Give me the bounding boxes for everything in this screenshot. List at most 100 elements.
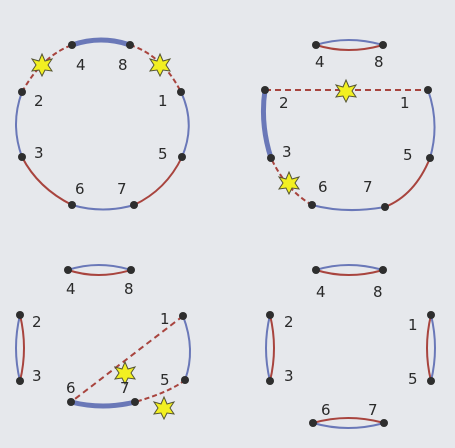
star-icon: [113, 360, 137, 386]
node-5: [426, 154, 434, 162]
node-label-4: 4: [66, 280, 76, 298]
node-label-1: 1: [158, 92, 168, 110]
node-label-5: 5: [408, 370, 418, 388]
edge-n7-n6: [68, 399, 138, 409]
edge-n5-n7: [133, 156, 183, 206]
node-label-4: 4: [316, 283, 326, 301]
node-label-8: 8: [118, 56, 128, 74]
edge-n6-n7-upper: [312, 417, 385, 424]
node-6: [309, 419, 317, 427]
node-1: [427, 311, 435, 319]
node-6: [67, 398, 75, 406]
edge-n3-n2: [15, 91, 23, 158]
node-4: [68, 41, 76, 49]
node-1: [424, 86, 432, 94]
node-label-8: 8: [373, 283, 383, 301]
node-label-5: 5: [403, 146, 413, 164]
edge-n3-n2: [260, 87, 274, 161]
node-label-2: 2: [32, 313, 42, 331]
node-label-3: 3: [284, 367, 294, 385]
node-7: [130, 201, 138, 209]
node-label-7: 7: [363, 178, 373, 196]
edge-n1-n5-left: [426, 314, 432, 382]
node-2: [16, 311, 24, 319]
edge-n2-n4: [21, 44, 73, 93]
edge-n4-n8-lower: [315, 44, 384, 51]
edge-n4-n8-lower: [315, 269, 384, 276]
node-label-2: 2: [279, 94, 289, 112]
edge-n1-n5-right: [430, 314, 436, 382]
panel-top-left: 4 8 1 2 3 5 6 7: [15, 37, 190, 211]
node-label-1: 1: [400, 94, 410, 112]
node-8: [127, 266, 135, 274]
star-icon: [148, 52, 172, 78]
node-label-6: 6: [318, 178, 328, 196]
node-label-4: 4: [76, 56, 86, 74]
edge-n2-n3-left: [265, 314, 271, 382]
edge-n5-n7: [384, 157, 431, 208]
edge-n4-n8-upper: [315, 39, 384, 46]
edge-n6-n3: [270, 157, 313, 206]
edge-n4-n8-lower: [67, 269, 132, 276]
edge-n2-n3-right: [19, 314, 25, 382]
node-6: [68, 201, 76, 209]
node-label-7: 7: [368, 401, 378, 419]
node-label-2: 2: [34, 92, 44, 110]
node-label-3: 3: [282, 143, 292, 161]
edge-n1-n6: [70, 315, 184, 403]
edge-n4-n8: [69, 37, 133, 48]
edge-n2-n3-right: [269, 314, 275, 382]
edge-n4-n8-upper: [315, 264, 384, 271]
node-1: [177, 88, 185, 96]
edge-n7-n6: [71, 204, 135, 211]
node-3: [266, 377, 274, 385]
node-label-4: 4: [315, 53, 325, 71]
node-4: [312, 41, 320, 49]
node-label-7: 7: [120, 379, 130, 397]
node-label-1: 1: [408, 316, 418, 334]
edge-n6-n7-lower: [312, 422, 385, 429]
node-8: [126, 41, 134, 49]
node-5: [427, 377, 435, 385]
edge-n1-n5: [180, 91, 190, 158]
node-label-3: 3: [34, 144, 44, 162]
node-5: [181, 376, 189, 384]
node-6: [308, 201, 316, 209]
node-2: [261, 86, 269, 94]
node-label-1: 1: [160, 310, 170, 328]
star-icon: [30, 52, 54, 78]
node-label-7: 7: [117, 180, 127, 198]
node-3: [267, 154, 275, 162]
node-label-6: 6: [75, 180, 85, 198]
star-icon: [152, 395, 176, 421]
node-3: [16, 377, 24, 385]
node-2: [18, 88, 26, 96]
node-label-3: 3: [32, 367, 42, 385]
edge-n1-n5: [182, 315, 192, 381]
node-4: [312, 266, 320, 274]
node-5: [178, 153, 186, 161]
edge-n1-n5: [427, 89, 436, 159]
node-3: [18, 153, 26, 161]
star-icon: [277, 170, 301, 196]
node-7: [380, 419, 388, 427]
node-label-6: 6: [321, 401, 331, 419]
edge-n7-n6: [311, 204, 386, 212]
edge-n2-n3-left: [15, 314, 21, 382]
panel-top-right: 4 8 2 1 3 5 6 7: [260, 39, 436, 212]
node-label-2: 2: [284, 313, 294, 331]
node-7: [381, 203, 389, 211]
node-7: [131, 398, 139, 406]
star-icon: [334, 78, 358, 104]
edge-n6-n3: [21, 156, 73, 206]
node-8: [379, 266, 387, 274]
panel-bottom-left: 4 8 2 3 1 5 6 7: [15, 264, 192, 421]
node-2: [266, 311, 274, 319]
panel-bottom-right: 4 8 2 3 1 5 6 7: [265, 264, 436, 429]
node-label-6: 6: [66, 379, 76, 397]
node-label-5: 5: [160, 371, 170, 389]
node-label-8: 8: [124, 280, 134, 298]
node-label-8: 8: [374, 53, 384, 71]
node-label-5: 5: [158, 145, 168, 163]
